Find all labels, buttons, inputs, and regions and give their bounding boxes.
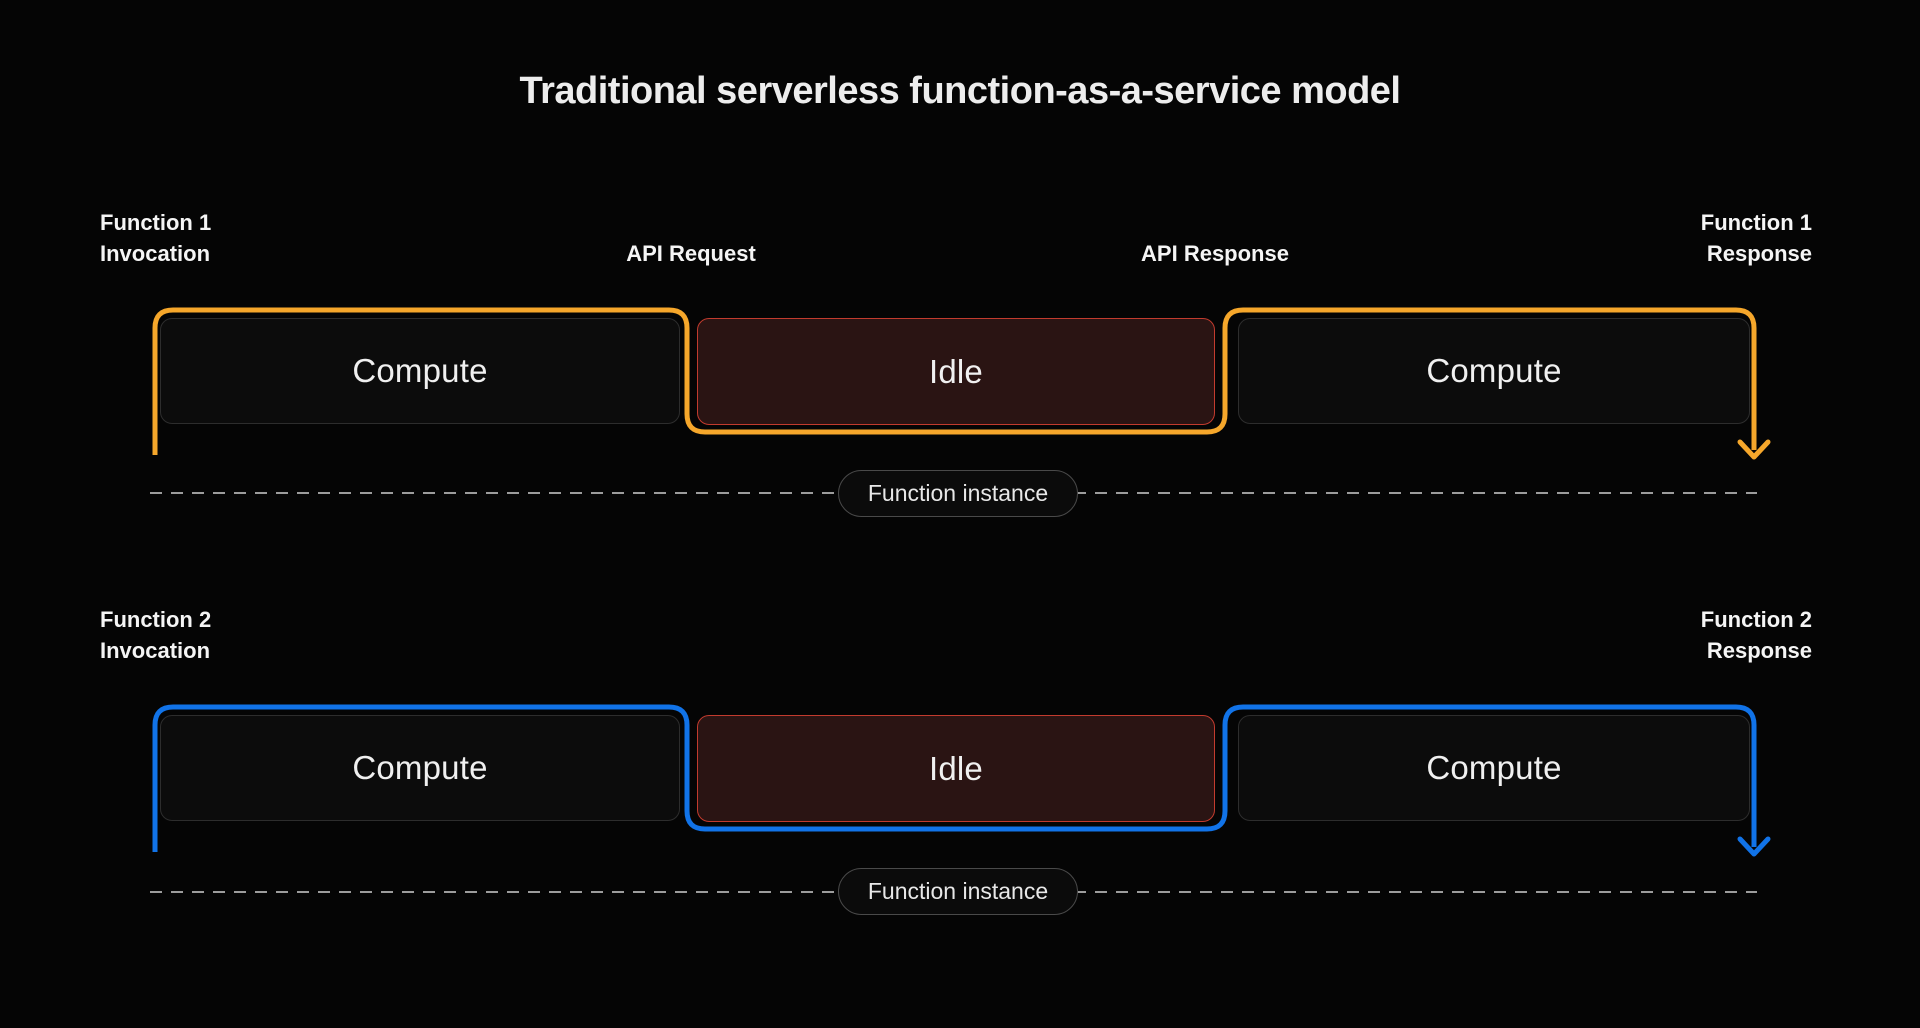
function1-instance-pill: Function instance [838, 470, 1078, 517]
function1-response-line2: Response [1706, 241, 1812, 266]
idle-label: Idle [928, 749, 983, 787]
idle-label: Idle [928, 352, 983, 390]
api-response-label: API Response [1141, 241, 1289, 266]
function1-instance-pill-label: Function instance [867, 480, 1049, 506]
function1-compute-box-1: Compute [160, 318, 680, 424]
function2-response-line2: Response [1706, 638, 1812, 663]
function1-response-line1: Function 1 [1700, 210, 1812, 235]
function1-invocation-label: Function 1 Invocation [100, 207, 211, 269]
function2-invocation-line1: Function 2 [100, 607, 212, 632]
function1-response-label: Function 1 Response [1701, 207, 1812, 269]
function2-compute-box-2: Compute [1238, 715, 1750, 821]
function1-arrowhead-icon [1737, 439, 1771, 460]
function2-compute-box-1: Compute [160, 715, 680, 821]
function2-instance-pill-label: Function instance [867, 878, 1049, 904]
api-request-label: API Request [626, 241, 756, 266]
function2-invocation-line2: Invocation [100, 638, 211, 663]
function1-idle-box: Idle [697, 318, 1215, 425]
compute-label: Compute [1426, 352, 1562, 389]
function2-arrowhead-icon [1737, 836, 1771, 857]
function1-invocation-line2: Invocation [100, 241, 211, 266]
function2-invocation-label: Function 2 Invocation [100, 604, 211, 666]
function2-idle-box: Idle [697, 715, 1215, 822]
function2-response-line1: Function 2 [1700, 607, 1812, 632]
function2-instance-pill: Function instance [838, 868, 1078, 915]
page-title: Traditional serverless function-as-a-ser… [519, 70, 1401, 112]
compute-label: Compute [1426, 749, 1562, 786]
function2-response-label: Function 2 Response [1701, 604, 1812, 666]
function1-invocation-line1: Function 1 [100, 210, 212, 235]
compute-label: Compute [352, 352, 488, 389]
function1-compute-box-2: Compute [1238, 318, 1750, 424]
compute-label: Compute [352, 749, 488, 786]
